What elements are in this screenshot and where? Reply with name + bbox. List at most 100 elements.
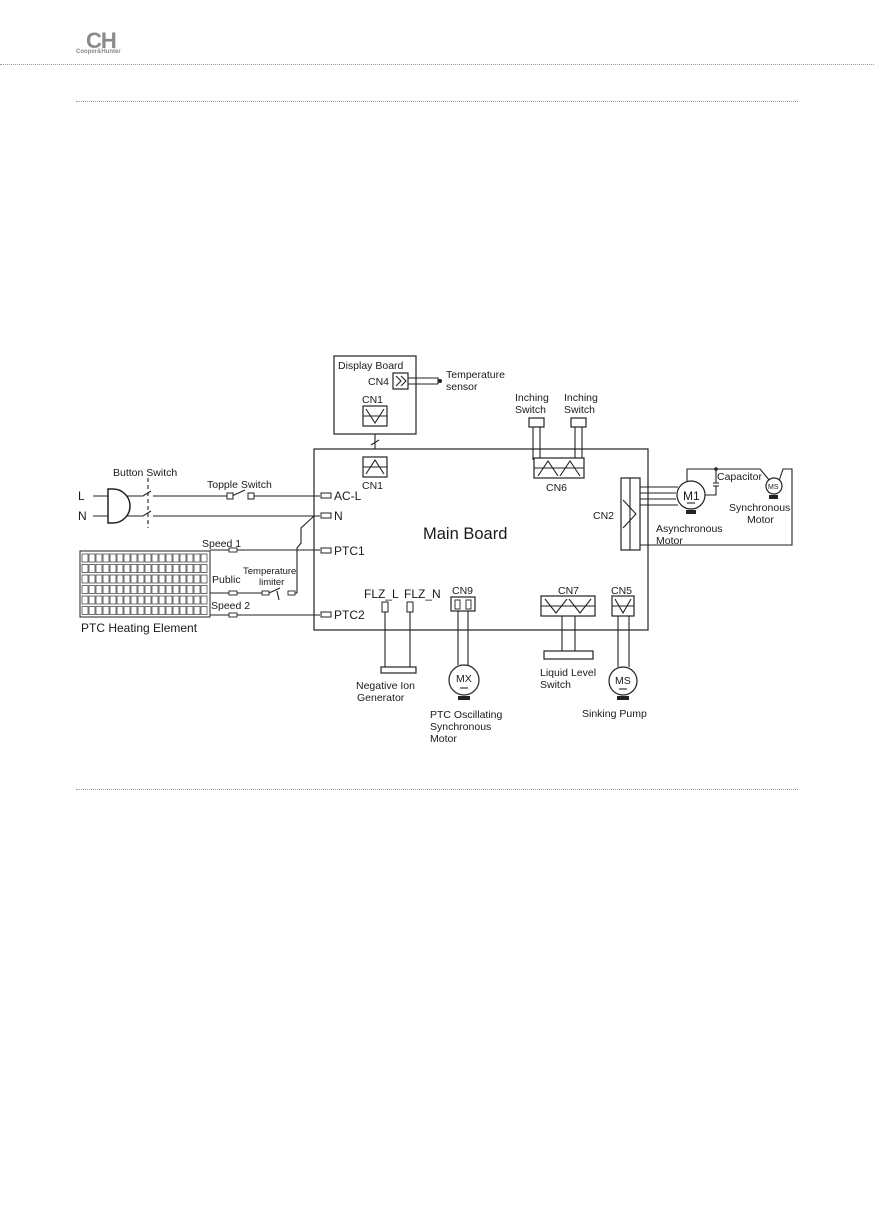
heater-fin [151,585,159,594]
heater-fin [186,553,194,563]
temperature-sensor-icon [438,379,442,383]
topple-switch-node-2 [247,492,255,500]
heater-fin [158,606,166,615]
mx-motor-icon [448,664,480,696]
inching-switch-wires [532,427,583,460]
cn6-arrows [534,460,584,477]
heater-fin [81,574,89,584]
heater-fin [193,574,201,584]
public-terminal [228,590,238,596]
cn2-label: CN2 [593,510,614,522]
heater-fin [130,553,138,563]
heater-fin [151,574,159,584]
temperature-sensor-label-2: sensor [446,381,478,393]
heater-fin [165,553,173,563]
ptc-osc-label-2: Synchronous [430,721,491,733]
cn7-arrows [541,598,595,614]
heater-fin [95,574,103,584]
heater-fin [186,574,194,584]
liquid-level-switch [543,650,594,660]
cn4-arrows [395,375,407,387]
heater-fin [116,564,124,573]
ptc1-label: PTC1 [334,544,365,558]
asynchronous-motor-label-2: Motor [656,535,683,547]
speed1-terminal [228,547,238,553]
ptc2-label: PTC2 [334,608,365,622]
cn1-display-label: CN1 [362,394,383,406]
synchronous-motor-label-2: Motor [747,514,774,526]
inching-switch-b-label-2: Switch [564,404,595,416]
heater-fin [137,564,145,573]
heater-fin [200,553,208,563]
heater-fin [95,553,103,563]
sync-motor-icon [765,477,783,495]
l-label: L [78,489,85,503]
heater-fin [88,595,96,605]
heater-fin [193,585,201,594]
heater-fin [179,585,187,594]
cn1-display-arrows [363,408,387,425]
heater-fin [179,595,187,605]
heater-fin [172,585,180,594]
temperature-limiter-node-2 [287,590,296,596]
asynchronous-motor-label-1: Asynchronous [656,523,723,535]
heater-fin [81,585,89,594]
sensor-wire [408,377,439,385]
heater-fin [116,574,124,584]
top-divider [76,101,798,102]
heater-fin [179,553,187,563]
sinking-pump-label: Sinking Pump [582,708,647,720]
heater-fin [200,574,208,584]
heater-fin [95,585,103,594]
heater-fin [88,553,96,563]
heater-fin [123,553,131,563]
heater-fin [102,574,110,584]
heater-fin [81,595,89,605]
heater-fin [165,606,173,615]
negative-ion-label-1: Negative Ion [356,680,415,692]
heater-fin [102,585,110,594]
heater-fin [116,553,124,563]
heater-fin [109,564,117,573]
heater-fin [102,564,110,573]
heater-fin [158,553,166,563]
heater-fin [130,574,138,584]
heater-fin [130,606,138,615]
bottom-divider [76,789,798,790]
heater-fin [186,585,194,594]
heater-fin [81,553,89,563]
negative-ion-generator [380,666,417,674]
public-label: Public [212,574,241,586]
heater-fin [186,564,194,573]
cn4-label: CN4 [368,376,389,388]
heater-fin [109,585,117,594]
sync-motor-mount [769,495,778,499]
cn2-motor-wires [640,486,678,506]
liquid-level-label-1: Liquid Level [540,667,596,679]
heater-fin [151,553,159,563]
sinking-pump-wires [617,616,630,667]
heater-fin [200,564,208,573]
inching-switch-b [570,417,587,428]
heater-fin [151,595,159,605]
heater-fin [88,606,96,615]
heater-fin [81,606,89,615]
main-board-label: Main Board [423,525,507,543]
negative-ion-label-2: Generator [357,692,405,704]
synchronous-motor-label-1: Synchronous [729,502,790,514]
plug-icon [107,488,131,524]
liquid-level-wires [561,616,576,651]
m1-label: M1 [683,489,700,503]
heater-fin [172,606,180,615]
heater-fin [130,585,138,594]
temperature-limiter-node-1 [261,590,270,596]
heater-fin [116,595,124,605]
logo-mark: CH [86,28,117,53]
heater-fin [144,606,152,615]
flz-n-terminal [406,601,414,613]
speed1-label: Speed 1 [202,538,241,550]
heater-fin [116,606,124,615]
heater-fin [109,595,117,605]
heater-fin [200,595,208,605]
